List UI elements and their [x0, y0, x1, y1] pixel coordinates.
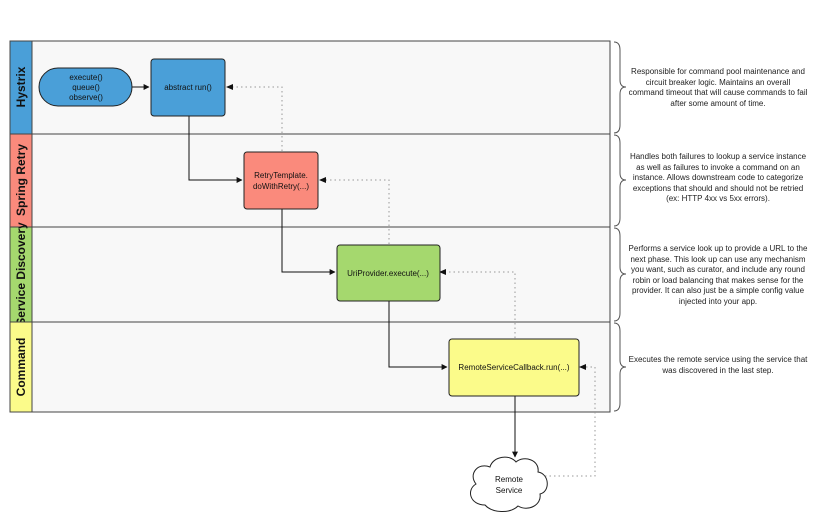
description-command: Executes the remote service using the se… [628, 355, 808, 375]
node-uri-provider: UriProvider.execute(...) [336, 244, 441, 302]
remote-callback-label: RemoteServiceCallback.run(...) [458, 363, 569, 372]
lane-header-command [9, 321, 33, 413]
lane-service-discovery: Service Discovery [9, 222, 611, 326]
entry-line-1: execute() [69, 73, 103, 82]
lane-spring-retry: Spring Retry [9, 133, 611, 228]
return-arrowheads [226, 84, 586, 370]
abstract-run-label: abstract run() [164, 83, 212, 92]
description-service-discovery: Performs a service look up to provide a … [628, 244, 808, 306]
connector-run-to-retry [188, 116, 243, 183]
node-remote-callback: RemoteServiceCallback.run(...) [448, 338, 580, 397]
retry-template-line-2: doWithRetry(...) [253, 182, 309, 191]
node-retry-template: RetryTemplate. doWithRetry(...) [243, 151, 319, 210]
brace-command [613, 322, 627, 412]
description-hystrix: Responsible for command pool maintenance… [628, 67, 808, 108]
brace-spring-retry [613, 134, 627, 227]
lane-label-service-discovery: Service Discovery [14, 222, 28, 326]
entry-line-3: observe() [69, 93, 103, 102]
remote-service-line-2: Service [496, 486, 523, 495]
connector-uri-to-callback [388, 301, 448, 370]
node-abstract-run: abstract run() [150, 58, 226, 117]
return-connectors [232, 86, 596, 477]
brace-service-discovery [613, 227, 627, 322]
node-entry-methods: execute() queue() observe() [38, 67, 133, 107]
lane-label-command: Command [14, 338, 28, 397]
lane-braces [613, 41, 627, 412]
return-remote-to-callback [545, 366, 596, 477]
return-uri-to-retry [325, 179, 390, 244]
lane-label-spring-retry: Spring Retry [14, 144, 28, 216]
lane-label-hystrix: Hystrix [14, 66, 28, 107]
retry-template-line-1: RetryTemplate. [254, 171, 308, 180]
return-callback-to-uri [445, 271, 516, 338]
connector-retry-to-uri [281, 209, 336, 275]
brace-hystrix [613, 41, 627, 134]
return-retry-to-run [232, 86, 283, 151]
entry-line-2: queue() [72, 83, 100, 92]
node-remote-service-cloud: Remote Service [470, 456, 548, 512]
call-connectors [132, 84, 518, 458]
remote-service-line-1: Remote [495, 475, 524, 484]
description-spring-retry: Handles both failures to lookup a servic… [629, 152, 807, 203]
uri-provider-label: UriProvider.execute(...) [347, 269, 429, 278]
